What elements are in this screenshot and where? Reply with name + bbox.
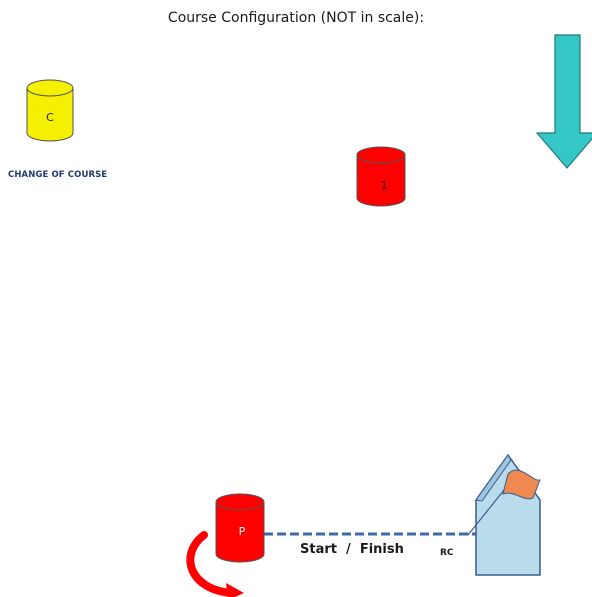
committee-boat-label: RC (440, 548, 454, 558)
flag-icon (502, 469, 541, 500)
change-of-course-label: CHANGE OF COURSE (8, 170, 108, 180)
wind-arrow-icon (535, 34, 592, 169)
page-title: Course Configuration (NOT in scale): (167, 10, 425, 26)
pin-mark: P (215, 493, 265, 563)
change-mark-letter: C (46, 111, 54, 124)
start-finish-label: Start / Finish (300, 542, 404, 557)
mark-1-number: 1 (381, 179, 388, 192)
change-of-course-mark: C (26, 79, 74, 142)
pin-mark-letter: P (239, 525, 246, 538)
curved-arrow-icon (186, 531, 244, 597)
committee-boat (467, 453, 541, 576)
mark-1: 1 (356, 146, 406, 207)
